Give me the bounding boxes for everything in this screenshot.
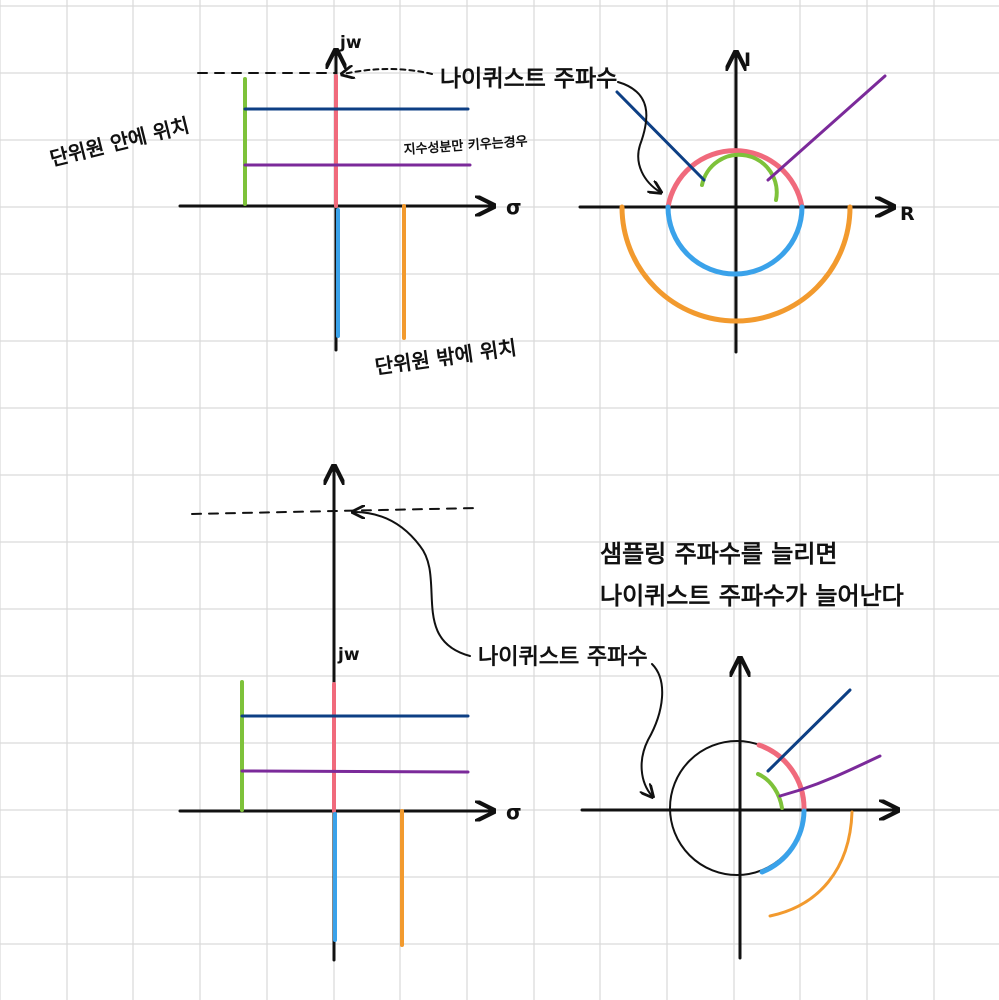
bottom-purple-ray (778, 754, 882, 798)
bottom-navy-ray (766, 688, 852, 773)
top-green-arc (700, 152, 779, 202)
bottom-pink-arc (756, 742, 807, 812)
top-nyquist-curve-arrow (617, 81, 660, 192)
top-navy-ray (615, 90, 706, 182)
top-pink-arc (665, 148, 805, 210)
top-z-plane (578, 54, 892, 354)
bottom-note-line1: 샘플링 주파수를 늘리면 (600, 540, 838, 568)
bottom-blue-arc (759, 808, 807, 875)
top-outside-label: 단위원 밖에 위치 (373, 335, 518, 379)
top-purple-ray (766, 74, 887, 182)
bottom-orange-arc (768, 810, 854, 918)
top-orange-arc (619, 204, 853, 324)
top-s-plane (178, 52, 492, 352)
bottom-purple-line (240, 769, 470, 774)
top-exponent-label: 지수성분만 키우는경우 (403, 133, 528, 158)
bottom-s-plane (178, 468, 492, 962)
top-real-label: R (900, 203, 915, 225)
bottom-nyquist-curve-arrow (354, 512, 471, 657)
top-inside-label: 단위원 안에 위치 (47, 113, 191, 171)
bottom-green-arc (756, 772, 784, 810)
bottom-jw-label: jw (337, 645, 360, 665)
bottom-z-plane (580, 660, 896, 960)
top-blue-arc (665, 204, 805, 277)
top-nyquist-pointer-arrow (343, 69, 433, 74)
bottom-note-line2: 나이퀴스트 주파수가 늘어난다 (600, 582, 904, 610)
top-imag-label: I (744, 49, 751, 71)
top-sigma-label: σ (506, 195, 522, 219)
top-jw-label: jw (339, 33, 362, 53)
bottom-nyquist-dashed-line (191, 507, 479, 515)
bottom-sigma-label: σ (506, 800, 522, 824)
bottom-nyquist-label: 나이퀴스트 주파수 (478, 645, 648, 670)
bottom-nyquist-curve-arrow-right (642, 663, 664, 796)
top-nyquist-label: 나이퀴스트 주파수 (440, 66, 617, 92)
